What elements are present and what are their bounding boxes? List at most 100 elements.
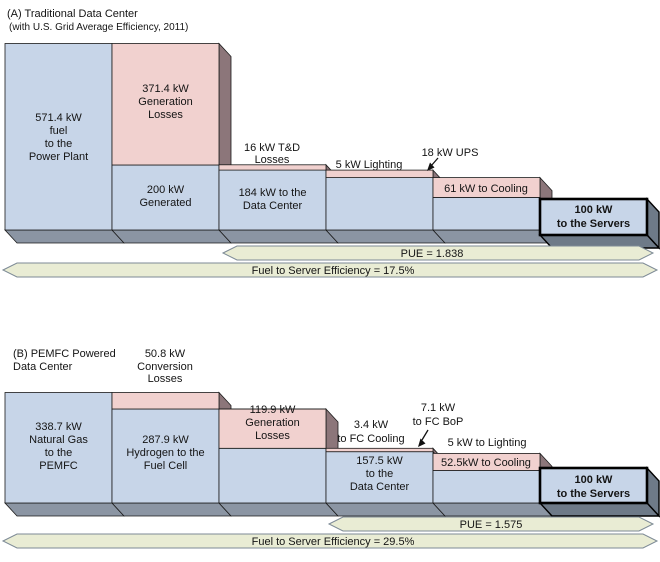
a-generated-label: 200 kW xyxy=(147,184,185,196)
b-servers-label: to the Servers xyxy=(557,488,630,500)
a-fuel-box-label: 571.4 kW xyxy=(35,112,82,124)
b-cooling-box xyxy=(432,452,541,471)
b-servers-label: 100 kW xyxy=(575,474,614,486)
a-td-losses-label: 16 kW T&D xyxy=(244,142,300,154)
b-fuel-box xyxy=(4,392,113,504)
a-base-faces xyxy=(4,229,553,244)
b-hydrogen-box xyxy=(111,408,220,504)
b-generation-losses-box xyxy=(218,408,327,449)
b-base-col3 xyxy=(218,502,339,517)
b-servers-front xyxy=(538,466,649,505)
a-servers-label: 100 kW xyxy=(575,204,614,216)
b-datacenter-label: to the xyxy=(366,468,394,480)
a-generation-losses-label: Generation xyxy=(138,96,192,108)
a-title-line1: (A) Traditional Data Center xyxy=(7,8,138,20)
b-fuel-box-label: PEMFC xyxy=(39,460,78,472)
a-pue-value: PUE = 1.838 xyxy=(401,248,464,260)
b-servers-box xyxy=(538,466,660,518)
a-fuel-box-label: Power Plant xyxy=(29,151,88,163)
b-to-servers-flow-box xyxy=(432,470,541,504)
a-td-losses-strip xyxy=(218,164,327,171)
a-lighting-label: 5 kW Lighting xyxy=(336,159,403,171)
b-conversion-losses-strip xyxy=(111,392,220,410)
b-fc-cooling-label: 3.4 kW xyxy=(354,419,389,431)
a-fuel-box xyxy=(4,43,113,231)
a-base-col3 xyxy=(218,229,339,244)
b-generation-losses-label: 119.9 kW xyxy=(250,404,296,416)
b-cooling-label: 52.5kW to Cooling xyxy=(441,457,531,469)
a-blue-boxes xyxy=(4,43,541,231)
b-title-line1: (B) PEMFC Powered xyxy=(13,348,116,360)
a-after-ups-box xyxy=(325,177,434,231)
a-base-col4 xyxy=(325,229,446,244)
a-ups-arrow-line xyxy=(430,157,439,167)
b-base-col5 xyxy=(432,502,553,517)
b-fc-bop-label: 7.1 kW xyxy=(421,402,456,414)
b-base-col4 xyxy=(325,502,446,517)
b-datacenter-label: 157.5 kW xyxy=(356,455,403,467)
a-to-servers-flow-box xyxy=(432,196,541,231)
a-pue-bar xyxy=(221,245,655,261)
a-base-col2 xyxy=(111,229,232,244)
b-hydrogen-label: Fuel Cell xyxy=(144,460,187,472)
a-generation-losses-box xyxy=(111,43,220,166)
a-datacenter-label: Data Center xyxy=(243,200,303,212)
a-datacenter-box xyxy=(218,169,327,231)
b-blue-boxes xyxy=(4,392,541,504)
b-datacenter-label: Data Center xyxy=(350,481,410,493)
b-fuel-box-label: to the xyxy=(45,447,73,459)
b-conversion-losses-label: 50.8 kW xyxy=(145,348,186,360)
b-fc-losses-strip xyxy=(325,447,434,453)
b-bop-arrow-line xyxy=(421,429,429,441)
a-efficiency-bar xyxy=(1,262,659,278)
a-td-losses-label: Losses xyxy=(255,154,290,166)
a-loss-boxes xyxy=(111,43,541,198)
b-base-col2 xyxy=(111,502,232,517)
b-fc-bop-label: to FC BoP xyxy=(413,416,464,428)
b-generation-losses-label: Losses xyxy=(255,430,290,442)
a-metric-bars xyxy=(1,245,659,278)
b-pue-bar xyxy=(327,516,655,532)
a-cooling-box xyxy=(432,177,541,198)
b-bop-arrow-head xyxy=(418,438,426,447)
b-servers-bottom-face xyxy=(538,502,660,517)
b-datacenter-box xyxy=(325,451,434,504)
b-generation-losses-label: Generation xyxy=(245,417,299,429)
a-base-col1 xyxy=(4,229,125,244)
a-side-generation-losses xyxy=(218,42,232,180)
b-fuel-box-label: Natural Gas xyxy=(29,434,88,446)
a-servers-label: to the Servers xyxy=(557,218,630,230)
b-title-line2: Data Center xyxy=(13,361,73,373)
b-lighting-label: 5 kW to Lighting xyxy=(448,437,527,449)
a-ups-arrow-head xyxy=(427,162,435,171)
a-generated-label: Generated xyxy=(140,197,192,209)
b-fc-cooling-label: to FC Cooling xyxy=(337,433,404,445)
b-conversion-losses-label: Losses xyxy=(148,373,183,385)
a-servers-box xyxy=(538,197,660,250)
a-efficiency-value: Fuel to Server Efficiency = 17.5% xyxy=(252,265,415,277)
b-loss-boxes xyxy=(111,392,541,471)
b-pue-value: PUE = 1.575 xyxy=(460,519,523,531)
a-fuel-box-label: fuel xyxy=(50,125,68,137)
a-datacenter-label: 184 kW to the xyxy=(239,187,307,199)
a-generated-box xyxy=(111,164,220,231)
b-hydrogen-label: Hydrogen to the xyxy=(126,447,204,459)
a-fuel-box-label: to the xyxy=(45,138,73,150)
a-title-line2: (with U.S. Grid Average Efficiency, 2011… xyxy=(9,22,188,33)
a-base-col5 xyxy=(432,229,553,244)
b-conversion-losses-label: Conversion xyxy=(137,361,193,373)
a-generation-losses-label: Losses xyxy=(148,109,183,121)
b-metric-bars xyxy=(1,516,659,549)
b-base-col1 xyxy=(4,502,125,517)
b-fuel-box-label: 338.7 kW xyxy=(35,421,82,433)
a-servers-front xyxy=(538,197,649,237)
b-efficiency-value: Fuel to Server Efficiency = 29.5% xyxy=(252,536,415,548)
b-efficiency-bar xyxy=(1,533,659,549)
a-cooling-label: 61 kW to Cooling xyxy=(444,183,528,195)
a-lighting-ups-strip xyxy=(325,169,434,179)
b-hydrogen-label: 287.9 kW xyxy=(142,434,189,446)
a-generation-losses-label: 371.4 kW xyxy=(142,83,189,95)
a-ups-label: 18 kW UPS xyxy=(422,147,479,159)
